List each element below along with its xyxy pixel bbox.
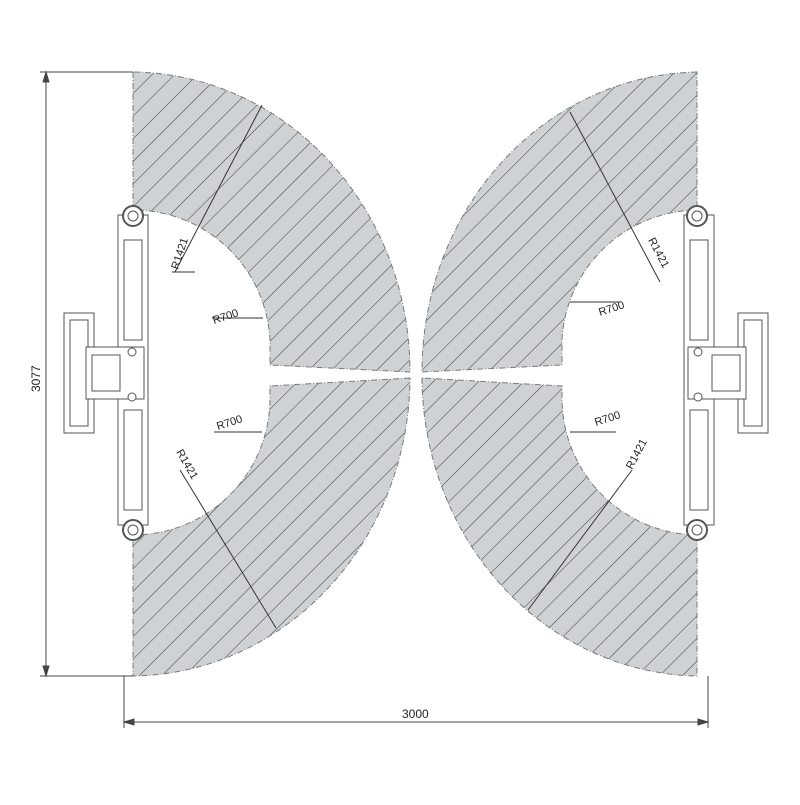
left-pin-bottom [127, 392, 137, 402]
width-dimension-label: 3000 [402, 707, 429, 721]
left-pin-top [127, 347, 137, 357]
radius-leaders [172, 104, 661, 629]
radius-label-upper-left-inner: R700 [211, 307, 240, 327]
sweep-upper-left [132, 71, 411, 373]
radius-label-lower-right-outer: R1421 [624, 437, 650, 471]
radius-label-upper-right-outer: R1421 [645, 236, 671, 270]
radius-label-lower-left-outer: R1421 [173, 448, 200, 482]
right-post [683, 205, 769, 541]
height-dimension [40, 70, 133, 678]
left-post [63, 205, 149, 541]
radius-label-upper-left-outer: R1421 [169, 236, 190, 271]
sweep-lower-left [132, 377, 411, 677]
radius-label-lower-right-inner: R700 [593, 409, 622, 429]
width-dimension [122, 676, 710, 728]
sweep-upper-right [421, 71, 698, 373]
right-pin-top [693, 347, 703, 357]
radius-labels: R1421 R700 R700 R1421 R1421 R700 R700 R1… [169, 236, 671, 482]
sweep-areas [132, 71, 698, 677]
height-dimension-label: 3077 [29, 365, 43, 392]
radius-label-lower-left-inner: R700 [215, 413, 244, 433]
right-pin-bottom [693, 392, 703, 402]
sweep-lower-right [421, 377, 698, 677]
